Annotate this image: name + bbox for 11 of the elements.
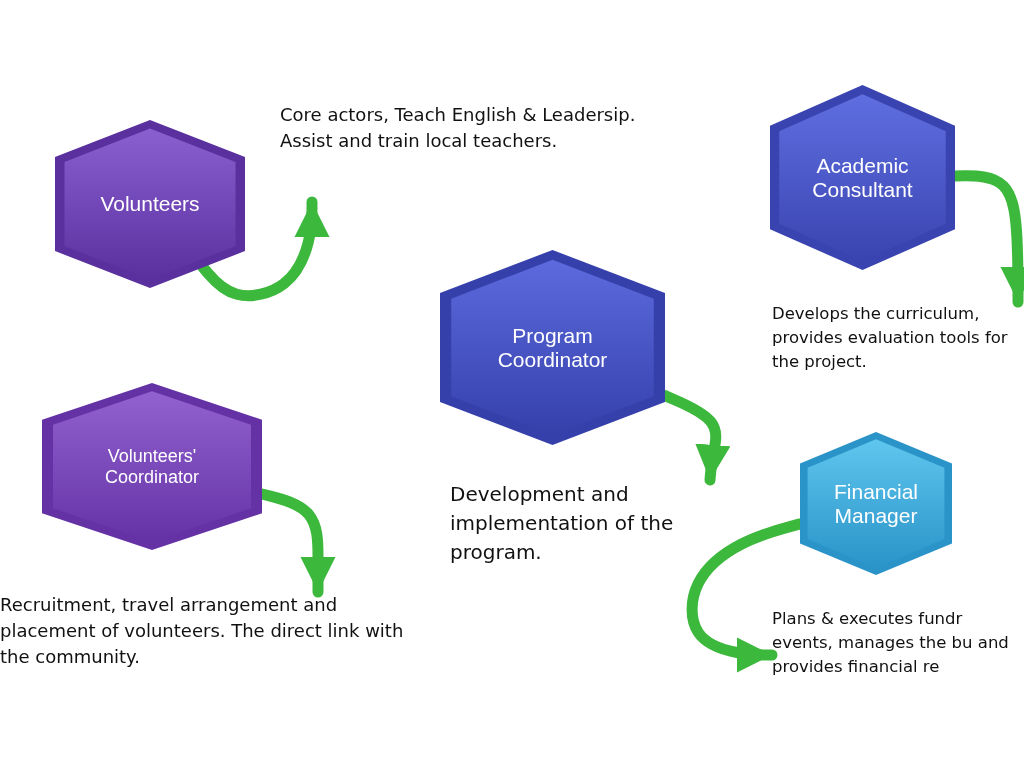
description-text: Develops the curriculum, provides evaluation tools for the project.	[772, 303, 1009, 373]
description-text: Core actors, Teach English & Leadersip. Assist and train local teachers.	[280, 103, 637, 154]
role-title: Volunteers	[99, 192, 201, 216]
role-title: Program Coordinator	[496, 323, 609, 372]
description-text: Recruitment, travel arrangement and placement of volunteers. The direct link with the community.	[0, 593, 405, 670]
description-text: Plans & executes fundr events, manages the bu and provides financial re	[772, 608, 1010, 678]
role-title: Volunteers' Coordinator	[103, 445, 201, 488]
role-title: Academic Consultant	[811, 153, 914, 202]
curved-arrow	[197, 196, 330, 302]
description-text: Development and implementation of the program.	[450, 481, 675, 566]
role-title: Financial Manager	[832, 479, 919, 528]
